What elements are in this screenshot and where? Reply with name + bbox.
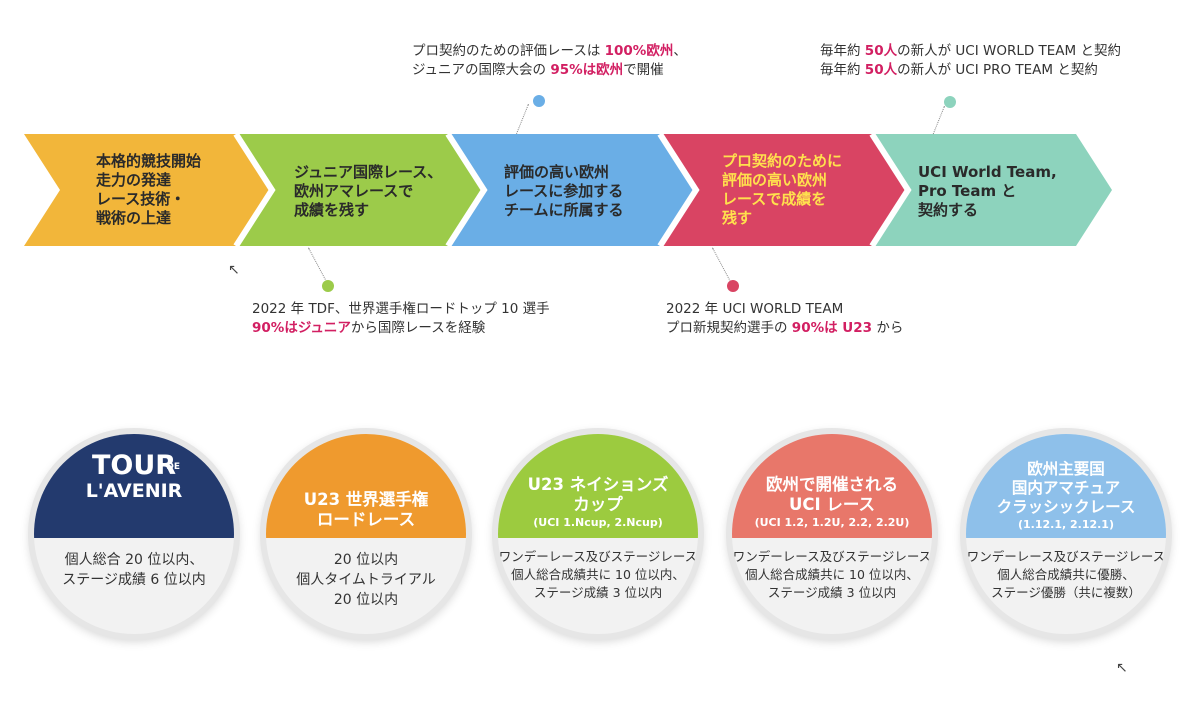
circle-u23-world-championship: U23 世界選手権 ロードレース 20 位以内 個人タイムトライアル 20 位以… [266,434,466,634]
circle-1-header [34,434,234,538]
callout-top1: プロ契約のための評価レースは 100%欧州、 ジュニアの国際大会の 95%は欧州… [412,43,687,78]
flow-step-2-arrow [236,134,484,246]
circle-2-header: U23 世界選手権 ロードレース [266,434,466,538]
callout-dot-top2 [944,96,956,108]
flow-step-1-text: 本格的競技開始 走力の発達 レース技術・ 戦術の上達 [96,152,202,227]
callout-dot-bottom1 [322,280,334,292]
flow-step-4-text: プロ契約のために 評価の高い欧州 レースで成績を 残す [722,152,843,227]
circle-amateur-classics: 欧州主要国 国内アマチュア クラッシックレース (1.12.1, 2.12.1)… [966,434,1166,634]
circle-1-criteria: 個人総合 20 位以内、 ステージ成績 6 位以内 [62,552,206,588]
circle-4-criteria: ワンデーレース及びステージレース 個人総合成績共に 10 位以内、 ステージ成績… [732,549,932,600]
callout-bottom2: 2022 年 UCI WORLD TEAM プロ新規契約選手の 90%は U23… [666,301,904,336]
circle-5-header: 欧州主要国 国内アマチュア クラッシックレース (1.12.1, 2.12.1) [966,434,1166,538]
circle-4-title: 欧州で開催される UCI レース [766,475,898,514]
circle-4-header: 欧州で開催される UCI レース (UCI 1.2, 1.2U, 2.2, 2.… [732,434,932,538]
mouse-cursor-icon: ↖ [228,262,240,278]
circle-5-subtitle: (1.12.1, 2.12.1) [1017,518,1114,531]
circle-2-criteria: 20 位以内 個人タイムトライアル 20 位以内 [296,552,436,608]
flow-step-5-arrow [872,134,1112,246]
callout-dot-bottom2 [727,280,739,292]
flow-step-3-arrow [448,134,696,246]
circle-european-uci-races: 欧州で開催される UCI レース (UCI 1.2, 1.2U, 2.2, 2.… [732,434,932,634]
flow-step-3-text: 評価の高い欧州 レースに参加する チームに所属する [504,163,624,219]
circle-u23-nations-cup: U23 ネイションズ カップ (UCI 1.Ncup, 2.Ncup) ワンデー… [498,434,698,634]
circle-3-criteria: ワンデーレース及びステージレース 個人総合成績共に 10 位以内、 ステージ成績… [498,549,698,600]
mouse-cursor-icon: ↖ [1116,660,1128,676]
circle-4-subtitle: (UCI 1.2, 1.2U, 2.2, 2.2U) [754,516,910,529]
callout-dot-top1 [533,95,545,107]
circle-2-title: U23 世界選手権 ロードレース [303,490,429,529]
flow-step-4-arrow [660,134,908,246]
flow-step-1-arrow [24,134,272,246]
circle-3-header: U23 ネイションズ カップ (UCI 1.Ncup, 2.Ncup) [498,434,698,538]
callout-top2: 毎年約 50人の新人が UCI WORLD TEAM と契約 毎年約 50人の新… [820,43,1121,78]
circle-3-title: U23 ネイションズ カップ [527,475,669,514]
circle-3-subtitle: (UCI 1.Ncup, 2.Ncup) [533,516,663,529]
callout-bottom1: 2022 年 TDF、世界選手権ロードトップ 10 選手 90%はジュニアから国… [252,301,550,336]
circle-5-title: 欧州主要国 国内アマチュア クラッシックレース [996,460,1136,516]
flow-step-5-text: UCI World Team, Pro Team と 契約する [918,163,1057,219]
flow-step-2-text: ジュニア国際レース、 欧州アマレースで 成績を残す [294,163,443,219]
circle-5-criteria: ワンデーレース及びステージレース 個人総合成績共に優勝、 ステージ優勝（共に複数… [966,549,1166,600]
